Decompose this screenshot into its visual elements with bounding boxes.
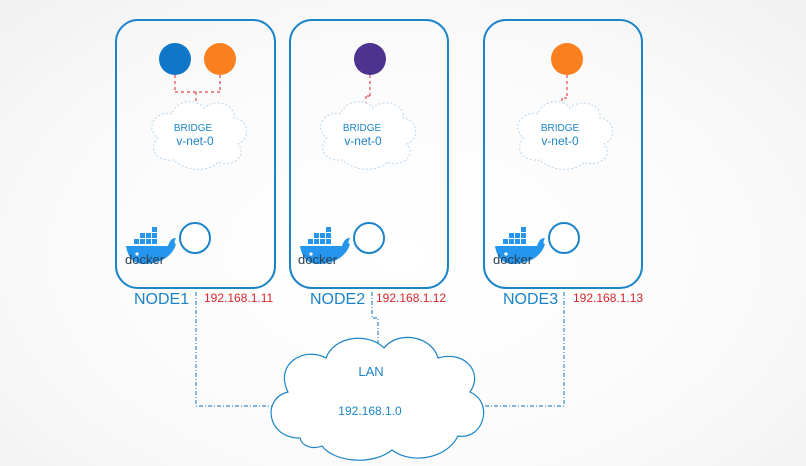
node-ip: 192.168.1.12: [376, 291, 446, 305]
lan-cloud: LAN 192.168.1.0: [270, 336, 485, 461]
lan-connections: [195, 292, 565, 407]
network-interface[interactable]: [548, 222, 580, 254]
node-name: NODE2: [310, 291, 365, 308]
node-name: NODE1: [134, 291, 189, 308]
node-box: [289, 19, 449, 289]
node-1: BRIDGE v-net-0 docker NODE1 192.168.1.11: [115, 19, 276, 308]
lan-link-node3: [480, 292, 565, 407]
bridge-title: BRIDGE: [174, 123, 213, 134]
bridge-title: BRIDGE: [343, 123, 382, 134]
docker-label: docker: [493, 252, 533, 267]
lan-cloud-icon: [270, 336, 485, 461]
network-interface[interactable]: [179, 222, 211, 254]
bridge-network: v-net-0: [176, 134, 214, 148]
bridge-title: BRIDGE: [541, 123, 580, 134]
docker-label: docker: [125, 252, 165, 267]
docker-label: docker: [298, 252, 338, 267]
pod-2[interactable]: [204, 43, 236, 75]
lan-link-node1: [195, 292, 282, 407]
bridge-network: v-net-0: [541, 134, 579, 148]
lan-subnet: 192.168.1.0: [338, 404, 402, 418]
pod-1[interactable]: [159, 43, 191, 75]
node-2: BRIDGE v-net-0 docker NODE2 192.168.1.12: [289, 19, 449, 308]
lan-link-node2: [371, 292, 379, 350]
node-box: [483, 19, 643, 289]
node-name: NODE3: [503, 291, 558, 308]
lan-label: LAN: [358, 364, 383, 379]
node-3: BRIDGE v-net-0 docker NODE3 192.168.1.13: [483, 19, 643, 308]
network-interface[interactable]: [353, 222, 385, 254]
pod-1[interactable]: [551, 43, 583, 75]
node-ip: 192.168.1.13: [573, 291, 643, 305]
node-box: [115, 19, 276, 289]
pod-1[interactable]: [354, 43, 386, 75]
bridge-network: v-net-0: [344, 134, 382, 148]
node-ip: 192.168.1.11: [204, 291, 274, 305]
